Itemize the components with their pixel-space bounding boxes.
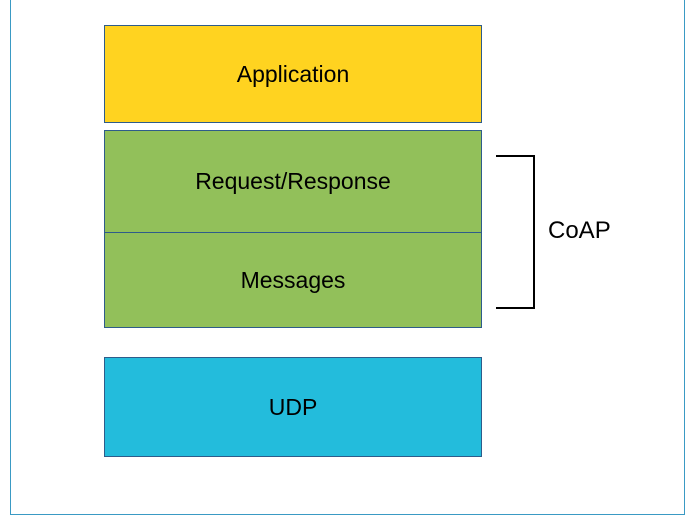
- right-bracket-icon: [496, 155, 535, 309]
- layer-box-application[interactable]: Application: [104, 25, 482, 123]
- layer-label-application: Application: [236, 60, 350, 87]
- layer-box-request-response[interactable]: Request/Response: [104, 130, 482, 233]
- layer-label-messages: Messages: [240, 266, 346, 293]
- layer-label-request-response: Request/Response: [195, 168, 391, 194]
- bracket-bottom-stroke: [496, 307, 535, 309]
- layer-label-udp: UDP: [268, 393, 318, 420]
- bracket-top-stroke: [496, 155, 535, 157]
- layer-box-messages[interactable]: Messages: [104, 232, 482, 328]
- page-frame: [10, 0, 685, 515]
- bracket-right-stroke: [533, 155, 535, 309]
- layer-box-udp[interactable]: UDP: [104, 357, 482, 457]
- group-label-coap: CoAP: [548, 217, 611, 244]
